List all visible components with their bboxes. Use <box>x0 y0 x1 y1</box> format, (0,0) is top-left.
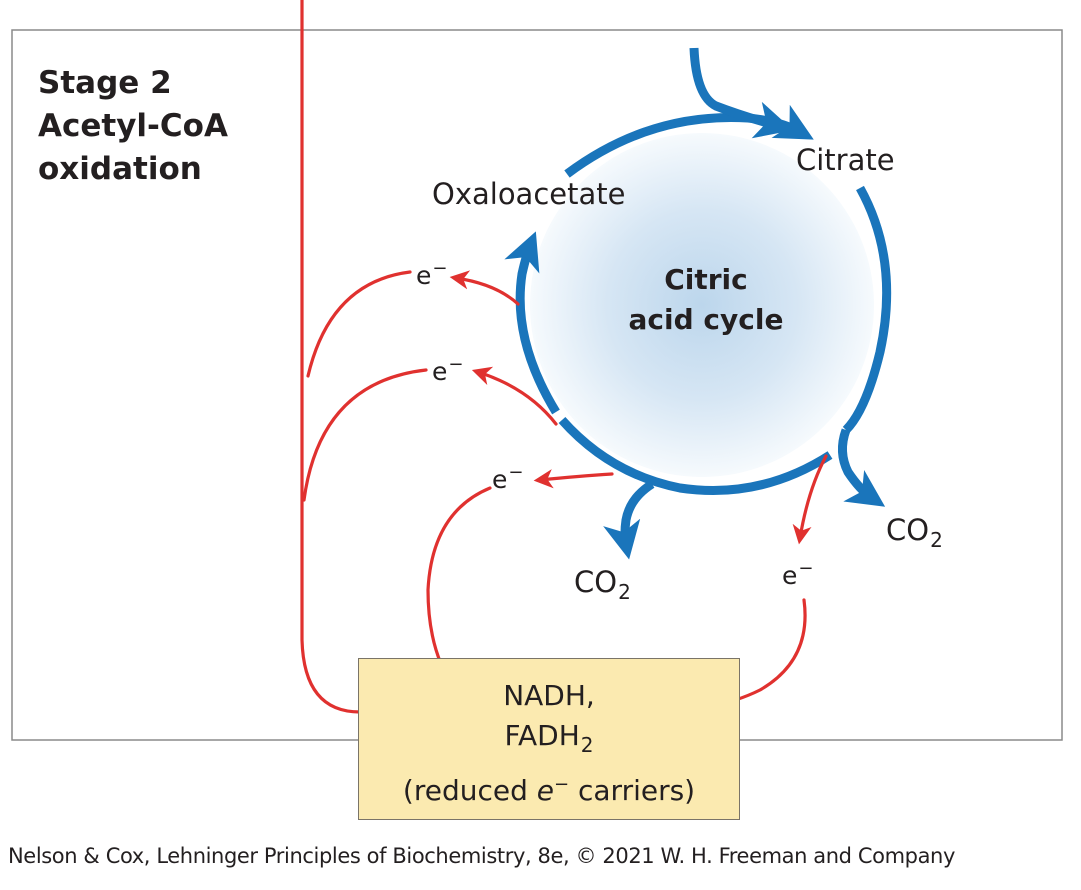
carriers-line-3-close: carriers) <box>569 774 696 807</box>
co2-left-subscript: 2 <box>618 580 631 604</box>
figure-credit: Nelson & Cox, Lehninger Principles of Bi… <box>8 844 955 868</box>
stage-heading-line-1: Stage 2 <box>38 65 172 101</box>
stage-heading-line-3: oxidation <box>38 151 202 187</box>
electron-arrow-to-label-1 <box>449 270 520 306</box>
co2-label-left: CO2 <box>574 565 631 604</box>
cycle-label-line-1: Citric <box>664 263 748 296</box>
acetyl-coa-entry-arrow <box>689 47 794 139</box>
electron-charge: − <box>448 354 464 375</box>
co2-label-right: CO2 <box>886 513 943 552</box>
co2-right-text: CO <box>886 513 930 547</box>
electron-symbol: e <box>416 261 432 290</box>
cycle-glow <box>530 133 874 477</box>
electron-branch-1 <box>306 270 412 378</box>
carriers-line-3-electron: e <box>536 774 554 807</box>
electron-arrow-to-label-3 <box>533 469 614 489</box>
stage-heading-line-2: Acetyl-CoA <box>38 108 228 144</box>
electron-symbol: e <box>432 357 448 386</box>
electron-arrow-to-label-2 <box>471 366 558 426</box>
reduced-carriers-box <box>358 658 740 820</box>
electron-label-1: e− <box>416 258 448 290</box>
electron-label-3: e− <box>492 462 524 494</box>
carriers-line-3-charge: − <box>554 774 570 795</box>
co2-left-text: CO <box>574 565 618 599</box>
electron-branch-2 <box>302 368 428 502</box>
electron-charge: − <box>508 462 524 483</box>
carriers-line-1: NADH, <box>503 679 595 712</box>
electron-symbol: e <box>492 465 508 494</box>
electron-flow-arrows <box>300 0 828 726</box>
cycle-arc-to-oxaloacetate <box>504 231 560 415</box>
citrate-label: Citrate <box>796 143 895 177</box>
carriers-line-3-open: (reduced <box>402 774 537 807</box>
oxaloacetate-label: Oxaloacetate <box>432 177 626 211</box>
reduced-carriers-text: NADH, FADH2 (reduced e− carriers) <box>358 676 740 811</box>
carriers-fadh-subscript: 2 <box>580 733 594 757</box>
electron-symbol: e <box>782 561 798 590</box>
electron-label-2: e− <box>432 354 464 386</box>
citric-acid-cycle-arrows <box>504 47 892 560</box>
co2-right-subscript: 2 <box>930 528 943 552</box>
cycle-center-label: Citric acid cycle <box>586 260 826 340</box>
electron-charge: − <box>798 558 814 579</box>
cycle-arc-bottom <box>558 417 833 496</box>
electron-trunk-line <box>300 0 455 722</box>
electron-label-4: e− <box>782 558 814 590</box>
electron-arrow-to-label-4 <box>792 454 828 545</box>
cycle-arc-citrate-down <box>842 185 892 434</box>
co2-release-arrow-right <box>838 428 886 507</box>
carriers-line-2: FADH2 <box>358 716 740 765</box>
stage-heading: Stage 2 Acetyl-CoA oxidation <box>38 62 228 191</box>
carriers-fadh: FADH <box>504 719 580 752</box>
carriers-line-3: (reduced e− carriers) <box>358 765 740 811</box>
cycle-label-line-2: acid cycle <box>628 303 784 336</box>
co2-release-arrow-left <box>603 480 655 560</box>
electron-charge: − <box>432 258 448 279</box>
